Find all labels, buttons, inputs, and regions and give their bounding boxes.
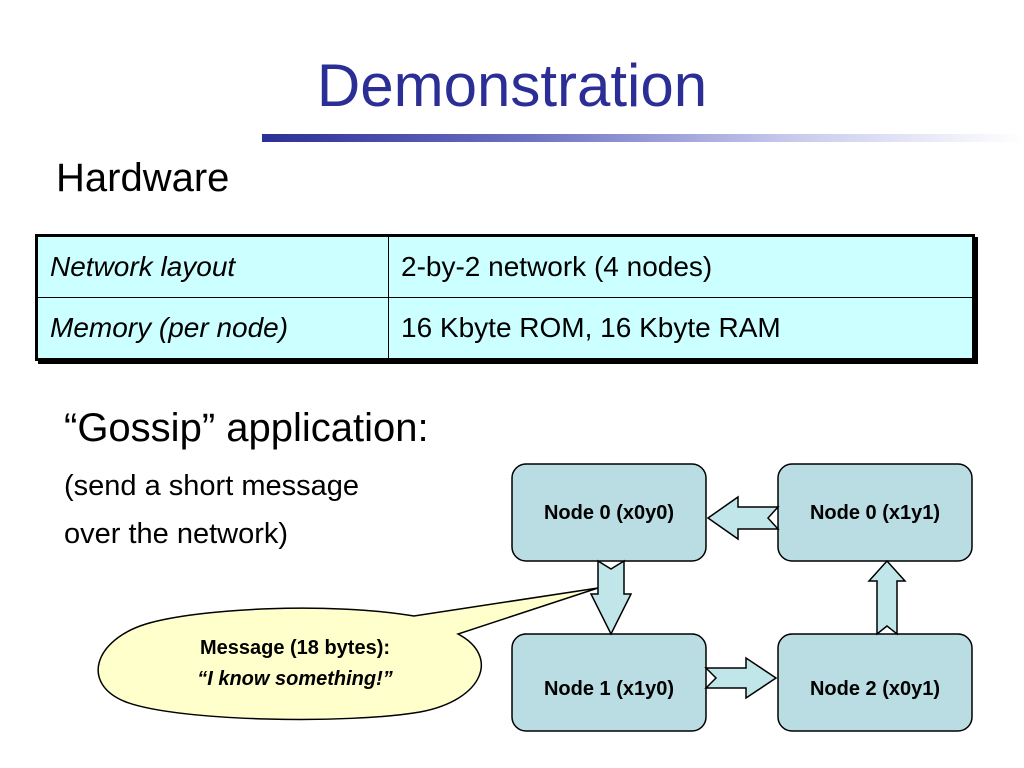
node-label: Node 0 (x0y0)	[544, 502, 674, 524]
table-cell-value: 16 Kbyte ROM, 16 Kbyte RAM	[388, 297, 974, 360]
callout-line-2: “I know something!”	[197, 668, 393, 690]
arrow-left-icon	[706, 495, 780, 541]
node-x1y0: Node 1 (x1y0)	[511, 633, 707, 732]
arrow-up-icon	[867, 559, 907, 636]
node-label: Node 1 (x1y0)	[544, 678, 674, 700]
node-label: Node 0 (x1y1)	[810, 502, 940, 524]
gossip-description: (send a short message over the network)	[64, 462, 359, 558]
gossip-description-line: over the network)	[64, 518, 289, 550]
table-cell-label: Memory (per node)	[36, 297, 389, 360]
table-row: Network layout 2-by-2 network (4 nodes)	[36, 235, 974, 298]
node-x1y1: Node 0 (x1y1)	[777, 463, 973, 562]
callout-line-1: Message (18 bytes):	[200, 637, 390, 659]
gossip-heading: “Gossip” application:	[64, 406, 429, 450]
node-x0y0: Node 0 (x0y0)	[511, 463, 707, 562]
node-x0y1: Node 2 (x0y1)	[777, 633, 973, 732]
table-row: Memory (per node) 16 Kbyte ROM, 16 Kbyte…	[36, 297, 974, 360]
message-callout	[97, 587, 599, 721]
arrow-down-icon	[589, 559, 633, 636]
arrow-right-icon	[704, 656, 778, 700]
title-underline	[262, 134, 1024, 142]
node-label: Node 2 (x0y1)	[810, 678, 940, 700]
table-cell-value: 2-by-2 network (4 nodes)	[388, 235, 974, 298]
section-heading-hardware: Hardware	[56, 156, 230, 200]
hardware-table: Network layout 2-by-2 network (4 nodes) …	[35, 234, 975, 361]
slide-title: Demonstration	[316, 52, 708, 119]
gossip-description-line: (send a short message	[64, 470, 359, 502]
